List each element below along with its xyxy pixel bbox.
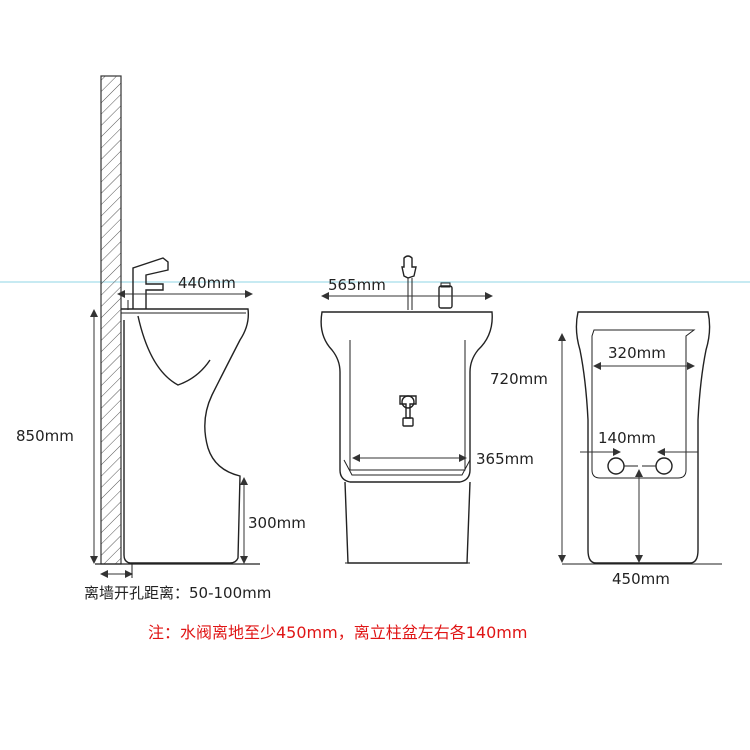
front-drain-fitting bbox=[399, 395, 417, 427]
back-view: 320mm 140mm 450mm bbox=[558, 311, 722, 588]
total-height-label: 850mm bbox=[16, 427, 74, 445]
front-pedestal bbox=[344, 481, 471, 564]
front-width-label: 565mm bbox=[328, 276, 386, 294]
wall bbox=[100, 75, 122, 565]
back-top-width-label: 320mm bbox=[608, 344, 666, 362]
basin-height-label: 720mm bbox=[490, 370, 548, 388]
front-view: 565mm 720mm 365mm bbox=[320, 255, 548, 564]
right-valve bbox=[642, 457, 673, 475]
side-basin-silhouette bbox=[121, 308, 250, 564]
depth-label: 440mm bbox=[178, 274, 236, 292]
cabinet-width-label: 365mm bbox=[476, 450, 534, 468]
valve-spacing-label: 140mm bbox=[598, 429, 656, 447]
drain-height-label: 300mm bbox=[248, 514, 306, 532]
front-faucet bbox=[401, 255, 417, 310]
valve-height-label: 450mm bbox=[612, 570, 670, 588]
installation-note: 注：水阀离地至少450mm，离立柱盆左右各140mm bbox=[148, 623, 527, 642]
left-valve bbox=[607, 457, 638, 475]
side-faucet bbox=[127, 257, 169, 310]
side-view: 440mm 850mm 300mm 离墙开孔距离：50-100mm bbox=[16, 75, 306, 602]
back-body bbox=[575, 311, 711, 564]
front-basin bbox=[320, 311, 493, 483]
wall-distance-label: 离墙开孔距离：50-100mm bbox=[84, 584, 271, 602]
